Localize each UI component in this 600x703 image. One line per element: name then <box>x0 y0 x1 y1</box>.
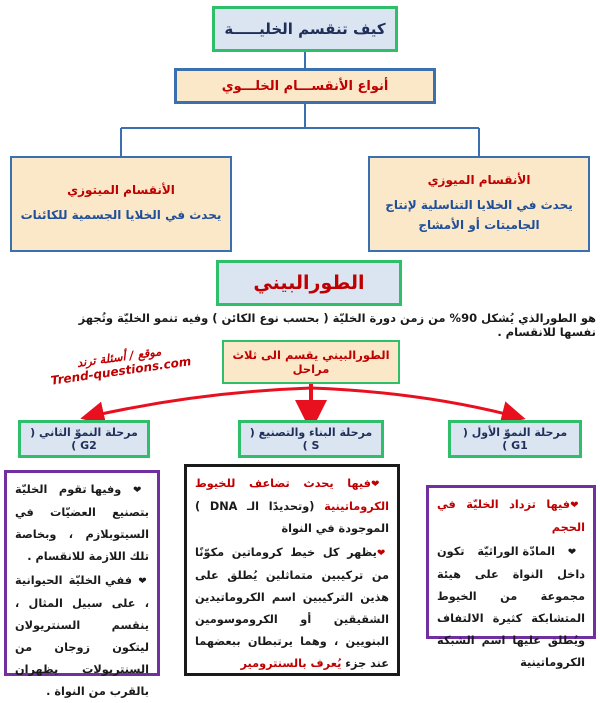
s-text-2: يظهر كل خيط كروماتين مكوّنًا من تركيبين … <box>195 546 389 670</box>
meiosis-box: الأنقسام الميوزي يحدث في الخلايا التناسل… <box>368 156 590 252</box>
g1-content-box: ❤فيها تزداد الخليّة في الحجم ❤ المادّة ا… <box>426 485 596 669</box>
s-text-1-red: فيها يحدث تضاعف للخيوط الكروماتينية <box>195 477 389 513</box>
diagram-title: كيف تنقسم الخليـــــة <box>212 6 398 52</box>
s-paragraph-2: ❤يظهر كل خيط كروماتين مكوّنًا من تركيبين… <box>195 542 389 675</box>
arrow-to-g2 <box>80 386 312 426</box>
g2-paragraph-1: ❤ وفيها تقوم الخليّة بتصنيع العضيّات في … <box>15 479 149 568</box>
g1-paragraph-2: ❤ المادّة الوراثيّة تكون داخل النواة على… <box>437 541 585 674</box>
phase-s-box: مرحلة البناء والتصنيع ( S ) <box>238 420 384 458</box>
heart-icon: ❤ <box>138 576 149 587</box>
phase-g2-box: مرحلة النموّ الثاني ( G2 ) <box>18 420 150 458</box>
interphase-title: الطورالبيني <box>216 260 402 306</box>
s-text-1-rest: (وتحديدًا الـ DNA ) الموجودة في النواة <box>195 500 389 535</box>
interphase-desc: هو الطورالذي يُشكل 90% من زمن دورة الخلي… <box>78 311 596 339</box>
g1-text-1-red: فيها تزداد الخليّة في الحجم <box>437 498 585 534</box>
mitosis-title: الأنقسام الميتوزي <box>67 183 175 197</box>
division-types-box: أنواع الأنقســـام الخلـــوي <box>174 68 436 104</box>
s-text-2-red: يُعرف بالسنترومير <box>240 657 342 670</box>
heart-icon: ❤ <box>132 485 149 496</box>
heart-icon: ❤ <box>567 547 586 558</box>
heart-icon: ❤ <box>376 548 389 559</box>
g2-text-1: وفيها تقوم الخليّة بتصنيع العضيّات في ال… <box>15 483 149 563</box>
g1-text-2: المادّة الوراثيّة تكون داخل النواة على ه… <box>437 545 585 669</box>
s-content-box: ❤فيها يحدث تضاعف للخيوط الكروماتينية (وت… <box>184 464 400 676</box>
watermark: موقع / أسئلة ترند Trend-questions.com <box>29 338 211 391</box>
heart-icon: ❤ <box>570 500 585 511</box>
interphase-stages-box: الطورالبيني يقسم الى ثلاث مراحل <box>222 340 400 384</box>
g1-paragraph-1: ❤فيها تزداد الخليّة في الحجم <box>437 494 585 539</box>
mitosis-box: الأنقسام الميتوزي يحدث في الخلايا الجسمي… <box>10 156 232 252</box>
s-paragraph-1: ❤فيها يحدث تضاعف للخيوط الكروماتينية (وت… <box>195 473 389 540</box>
meiosis-desc: يحدث في الخلايا التناسلية لإنتاج الجاميت… <box>385 198 573 232</box>
mitosis-desc: يحدث في الخلايا الجسمية للكائنات <box>20 208 222 222</box>
g2-content-box: ❤ وفيها تقوم الخليّة بتصنيع العضيّات في … <box>4 470 160 698</box>
heart-icon: ❤ <box>370 479 389 490</box>
g2-paragraph-2: ❤ ففي الخليّة الحيوانية ، على سبيل المثا… <box>15 570 149 703</box>
g2-text-2: ففي الخليّة الحيوانية ، على سبيل المثال … <box>15 574 149 698</box>
phase-g1-box: مرحلة النموّ الأول ( G1 ) <box>448 420 582 458</box>
arrow-to-g1 <box>310 386 526 425</box>
meiosis-title: الأنقسام الميوزي <box>427 173 531 187</box>
